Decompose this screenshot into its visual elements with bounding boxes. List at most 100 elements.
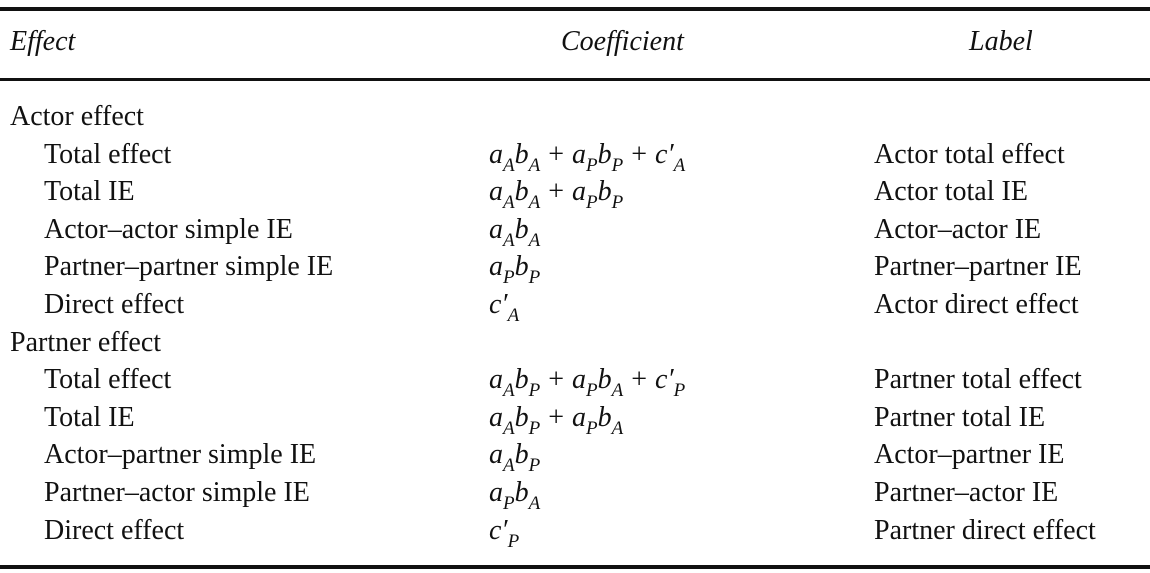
symbol: a [489,213,503,245]
label-cell: Actor direct effect [874,288,1079,320]
effect-cell: Direct effect [44,514,185,546]
subscript: P [528,380,541,402]
label-cell: Partner direct effect [874,514,1096,546]
symbol: b [597,401,612,433]
symbol: b [514,476,529,508]
header-rule [0,78,1150,81]
label-cell: Partner total IE [874,401,1046,433]
symbol: a [489,439,503,471]
table-row: Partner–actor simple IE aPbA Partner–actor… [0,474,1150,515]
effect-cell: Actor–actor simple IE [44,213,293,245]
symbol: b [597,138,612,170]
top-rule [0,7,1150,11]
subscript: A [503,417,515,439]
subscript: A [507,304,520,326]
subscript: P [503,492,515,514]
table-row: Direct effect c′A Actor direct effect [0,286,1150,327]
subscript: A [528,229,541,251]
subscript: P [586,417,598,439]
label-cell: Actor–partner IE [874,439,1065,471]
coefficient-cell: aAbA+aPbP+c′A [489,136,685,177]
symbol: b [514,176,529,208]
group-title: Partner effect [10,326,162,358]
coefficient-cell: aAbP [489,436,540,477]
coefficient-cell: aAbA [489,211,540,252]
subscript: A [528,192,541,214]
subscript: P [528,417,541,439]
coefficient-cell: aPbP [489,248,540,289]
symbol: a [489,476,503,508]
subscript: A [503,455,515,477]
subscript: A [503,154,515,176]
subscript: P [528,455,541,477]
effect-cell: Total IE [44,176,135,208]
table-row: Actor–actor simple IE aAbA Actor–actor IE [0,211,1150,252]
symbol: a [572,401,587,433]
symbol: c′ [489,514,508,546]
operator: + [548,176,565,208]
symbol: c′ [489,288,508,320]
symbol: b [514,364,529,396]
symbol: b [514,401,529,433]
label-cell: Actor–actor IE [874,213,1042,245]
coefficient-cell: aAbP+aPbA [489,399,623,440]
subscript: A [528,492,541,514]
coefficient-cell: aAbP+aPbA+c′P [489,361,685,402]
subscript: P [507,530,520,552]
symbol: a [489,251,503,283]
operator: + [548,401,565,433]
header-coefficient: Coefficient [561,26,684,57]
subscript: A [673,154,686,176]
bottom-rule [0,565,1150,569]
subscript: P [586,380,598,402]
subscript: A [503,229,515,251]
label-cell: Actor total IE [874,176,1028,208]
label-cell: Partner–partner IE [874,251,1082,283]
effect-cell: Total effect [44,364,172,396]
label-cell: Partner–actor IE [874,476,1059,508]
label-cell: Partner total effect [874,364,1082,396]
effect-cell: Total effect [44,138,172,170]
effect-cell: Direct effect [44,288,185,320]
effect-cell: Partner–actor simple IE [44,476,310,508]
coefficient-cell: c′A [489,286,519,327]
subscript: P [503,267,515,289]
coefficient-cell: aAbA+aPbP [489,173,623,214]
label-cell: Actor total effect [874,138,1065,170]
subscript: P [611,192,624,214]
subscript: P [611,154,624,176]
symbol: a [572,364,587,396]
coefficient-cell: c′P [489,512,519,553]
subscript: A [503,380,515,402]
symbol: a [489,138,503,170]
group-title: Actor effect [10,101,144,132]
subscript: P [673,380,686,402]
operator: + [631,364,648,396]
symbol: a [489,176,503,208]
symbol: b [514,251,529,283]
subscript: A [611,380,624,402]
symbol: a [572,176,587,208]
subscript: A [611,417,624,439]
symbol: a [572,138,587,170]
coefficient-cell: aPbA [489,474,540,515]
subscript: P [586,192,598,214]
effect-cell: Partner–partner simple IE [44,251,334,283]
header-label: Label [969,26,1033,57]
operator: + [631,138,648,170]
subscript: P [528,267,541,289]
table-row: Direct effect c′P Partner direct effect [0,512,1150,553]
symbol: a [489,401,503,433]
operator: + [548,364,565,396]
symbol: b [597,176,612,208]
symbol: a [489,364,503,396]
subscript: P [586,154,598,176]
symbol: c′ [655,364,674,396]
symbol: b [597,364,612,396]
